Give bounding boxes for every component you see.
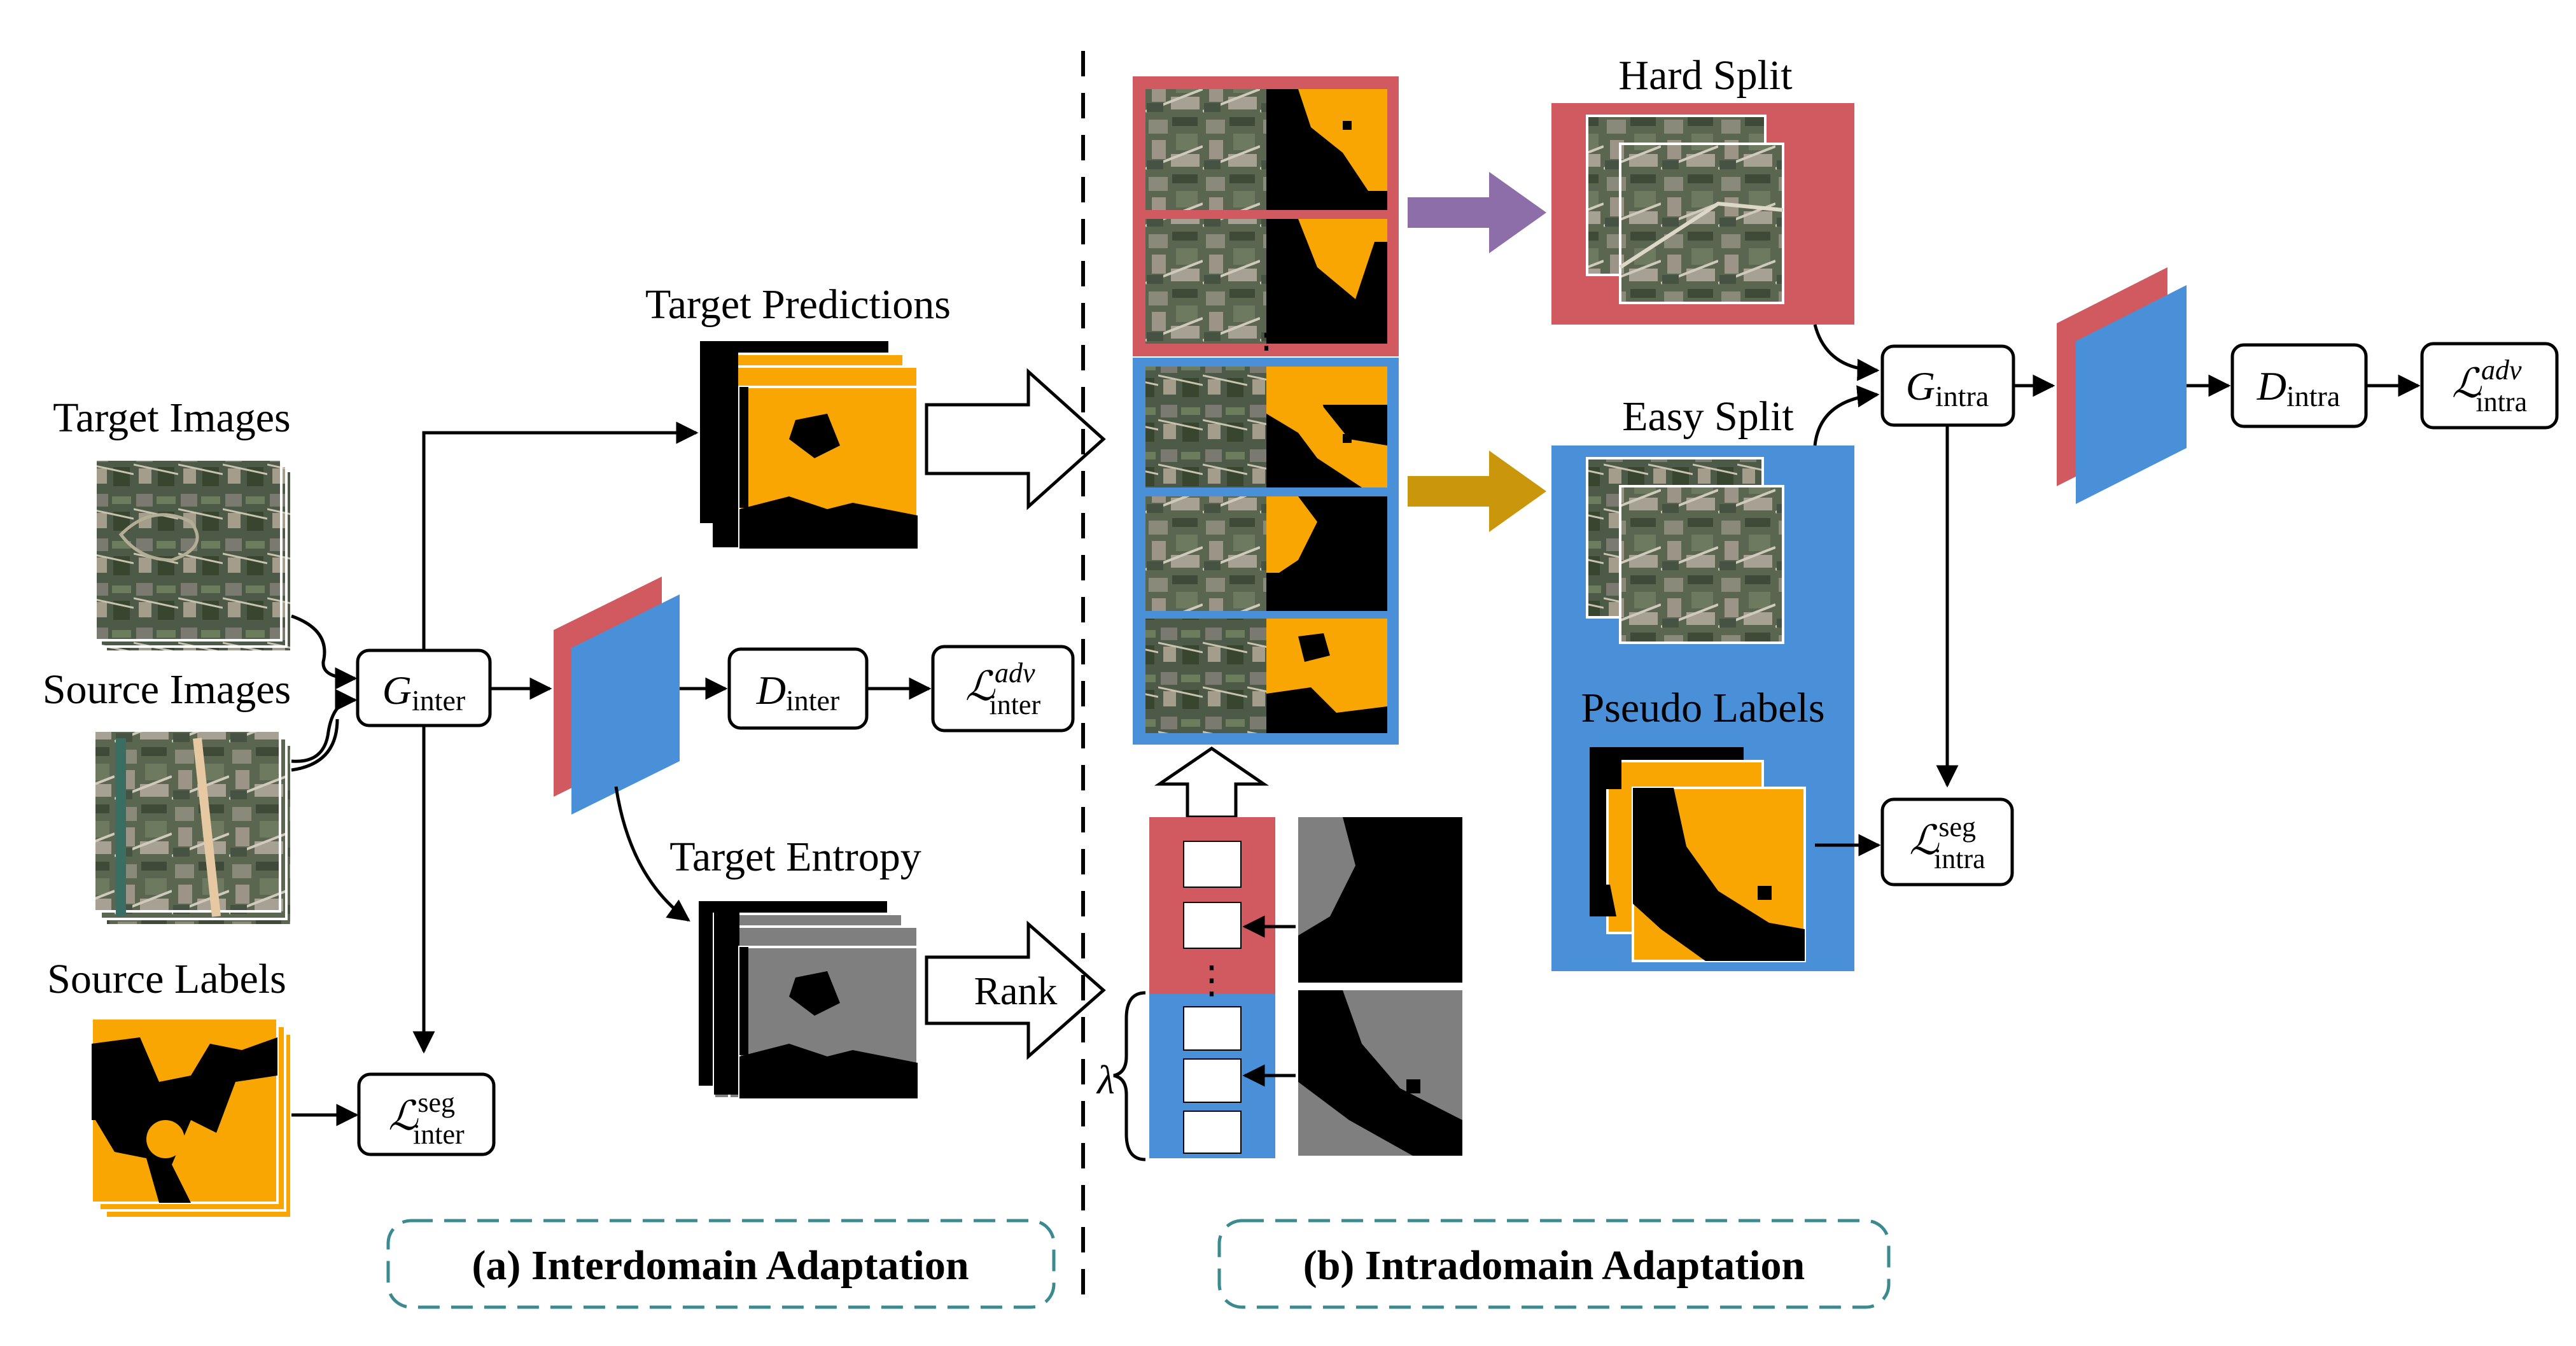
svg-text:Ginter: Ginter xyxy=(382,668,466,717)
rank-arrow: Rank xyxy=(925,920,1106,1060)
ranked-list-hard xyxy=(1133,76,1399,356)
d-intra-module: Dintra xyxy=(2230,343,2368,428)
caption-intradomain: (b) Intradomain Adaptation xyxy=(1217,1219,1891,1309)
svg-text:Dintra: Dintra xyxy=(2257,363,2341,412)
source-labels-label: Source Labels xyxy=(47,956,286,1002)
l-inter-adv-sub: inter xyxy=(989,689,1040,720)
source-labels-stack xyxy=(90,1017,293,1219)
d-inter-sub: inter xyxy=(786,684,839,717)
caption-intradomain-text: (b) Intradomain Adaptation xyxy=(1303,1242,1805,1289)
entropy-rank-dots: ⋮ xyxy=(1193,959,1231,1001)
l-intra-seg-symbol: ℒ xyxy=(1909,818,1940,863)
inter-feature-planes xyxy=(554,577,680,815)
arrow-features-to-entropy xyxy=(614,786,690,922)
purple-arrow-to-hard xyxy=(1408,172,1546,253)
l-inter-adv-symbol: ℒ xyxy=(965,664,996,709)
pseudo-labels-label: Pseudo Labels xyxy=(1581,685,1824,731)
hollow-arrow-up xyxy=(1154,746,1270,819)
caption-interdomain-text: (a) Interdomain Adaptation xyxy=(472,1242,969,1289)
gold-arrow-to-easy xyxy=(1408,451,1546,532)
target-predictions-label: Target Predictions xyxy=(645,281,951,328)
g-intra-symbol: G xyxy=(1906,363,1935,409)
target-entropy-label: Target Entropy xyxy=(669,834,921,880)
target-entropy-stack xyxy=(699,901,919,1100)
l-intra-seg-sup: seg xyxy=(1938,811,1976,843)
caption-interdomain: (a) Interdomain Adaptation xyxy=(386,1219,1056,1309)
hard-split-label: Hard Split xyxy=(1618,52,1792,99)
arrow-ginter-to-predictions xyxy=(422,421,699,650)
hard-split-panel xyxy=(1551,103,1854,325)
d-inter-module: Dinter xyxy=(727,647,869,730)
l-intra-adv-sup: adv xyxy=(2481,354,2522,386)
l-intra-adv-sub: intra xyxy=(2475,386,2527,417)
hollow-arrow-predictions xyxy=(925,368,1106,510)
svg-text:Dinter: Dinter xyxy=(756,668,840,717)
g-inter-symbol: G xyxy=(382,668,412,713)
g-intra-module: Gintra xyxy=(1880,344,2015,427)
l-intra-adv-symbol: ℒ xyxy=(2452,361,2482,406)
arrow-source-to-ginter xyxy=(291,689,358,763)
d-intra-sub: intra xyxy=(2286,380,2340,412)
l-inter-adv-sup: adv xyxy=(995,657,1035,689)
entropy-thumb-hard xyxy=(1298,817,1462,983)
g-inter-sub: inter xyxy=(412,684,465,717)
d-inter-symbol: D xyxy=(756,668,786,713)
arrow-hard-to-gintra xyxy=(1813,324,1880,381)
svg-text:Gintra: Gintra xyxy=(1906,363,1989,412)
target-predictions-stack xyxy=(700,341,919,550)
source-images-stack xyxy=(93,729,293,927)
l-inter-seg-symbol: ℒ xyxy=(388,1093,419,1139)
d-intra-symbol: D xyxy=(2257,363,2286,409)
source-images-label: Source Images xyxy=(43,666,291,713)
l-inter-seg-sub: inter xyxy=(413,1119,465,1150)
intra-feature-planes xyxy=(2057,267,2187,504)
g-inter-module: Ginter xyxy=(356,648,492,727)
l-intra-seg-sub: intra xyxy=(1934,843,1985,874)
rank-label: Rank xyxy=(974,970,1058,1013)
ranked-list-easy xyxy=(1133,358,1399,745)
pseudo-labels-stack xyxy=(1590,747,1806,962)
arrow-target-to-ginter xyxy=(291,614,358,690)
arrow-easy-to-gintra xyxy=(1813,385,1880,446)
entropy-thumb-easy xyxy=(1298,990,1462,1156)
target-images-stack xyxy=(94,458,293,653)
g-intra-sub: intra xyxy=(1935,380,1989,412)
arrow-source-to-ginter-2 xyxy=(291,719,339,772)
easy-split-label: Easy Split xyxy=(1622,393,1794,440)
l-inter-seg-sup: seg xyxy=(417,1087,455,1118)
lambda-brace xyxy=(1113,991,1146,1161)
target-images-label: Target Images xyxy=(53,395,291,441)
lambda-label: λ xyxy=(1096,1057,1115,1102)
